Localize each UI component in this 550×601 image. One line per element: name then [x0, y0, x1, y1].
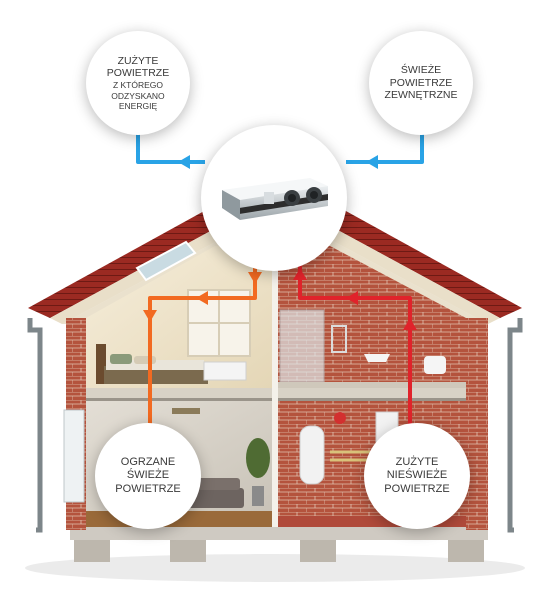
label-stale-used: ZUŻYTE NIEŚWIEŻE POWIETRZE — [364, 423, 470, 529]
shower-glass — [279, 309, 325, 383]
supply-flow-arrow-1 — [248, 272, 262, 284]
label-line: ZUŻYTE — [395, 455, 439, 468]
label-line: POWIETRZE — [106, 67, 170, 80]
label-line: POWIETRZE — [115, 482, 181, 495]
label-line: POWIETRZE — [384, 482, 450, 495]
toilet — [424, 356, 446, 374]
label-line: ZEWNĘTRZNE — [384, 89, 458, 102]
label-fresh-outdoor: ŚWIEŻE POWIETRZE ZEWNĘTRZNE — [369, 31, 473, 135]
extract-flow-arrow-2 — [403, 318, 417, 330]
label-line: POWIETRZE — [389, 76, 453, 89]
water-heater — [299, 425, 325, 485]
left-downpipe — [27, 318, 43, 533]
exterior-door — [63, 409, 85, 503]
label-line: ENERGIĘ — [118, 100, 158, 111]
label-heated-fresh: OGRZANE ŚWIEŻE POWIETRZE — [95, 423, 201, 529]
supply-flow-arrow-2 — [196, 291, 208, 305]
label-fresh-outdoor-text: ŚWIEŻE POWIETRZE ZEWNĘTRZNE — [385, 64, 458, 102]
ventilation-unit-bubble — [201, 125, 347, 271]
foundation — [70, 526, 488, 562]
radiator — [203, 361, 247, 381]
valve — [334, 412, 346, 424]
right-downpipe — [507, 318, 523, 533]
supply-flow-arrow-3 — [143, 310, 157, 322]
washbasin — [364, 354, 390, 362]
chandelier — [172, 408, 200, 414]
label-line: OGRZANE — [120, 455, 176, 468]
label-line: NIEŚWIEŻE — [386, 469, 448, 482]
extract-flow-arrow-4 — [293, 268, 307, 280]
label-stale-used-text: ZUŻYTE NIEŚWIEŻE POWIETRZE — [384, 456, 449, 496]
fresh-flow-arrow-2 — [366, 155, 378, 169]
label-line: ŚWIEŻE — [126, 469, 170, 482]
right-brick-wall — [466, 318, 488, 530]
boiler-room-floor — [275, 516, 466, 527]
label-line: ŚWIEŻE — [400, 63, 442, 76]
heat-recovery-ventilation-unit-icon — [222, 178, 328, 220]
manifold — [330, 450, 370, 462]
label-line: Z KTÓREGO — [112, 80, 164, 91]
ground-shadow — [25, 554, 525, 582]
extract-flow-arrow-3 — [346, 291, 358, 305]
label-exhaust-recovered-text: ZUŻYTE POWIETRZE Z KTÓREGO ODZYSKANO ENE… — [107, 55, 169, 112]
label-heated-fresh-text: OGRZANE ŚWIEŻE POWIETRZE — [115, 456, 180, 496]
attic-bath-floor — [275, 382, 466, 388]
label-line: ODZYSKANO — [111, 90, 165, 101]
label-line: ZUŻYTE — [117, 54, 159, 67]
towel-rail — [331, 325, 347, 353]
center-wall — [272, 246, 278, 527]
plant — [246, 438, 270, 506]
label-exhaust-recovered: ZUŻYTE POWIETRZE Z KTÓREGO ODZYSKANO ENE… — [86, 31, 190, 135]
exhaust-flow-arrow-2 — [178, 155, 190, 169]
